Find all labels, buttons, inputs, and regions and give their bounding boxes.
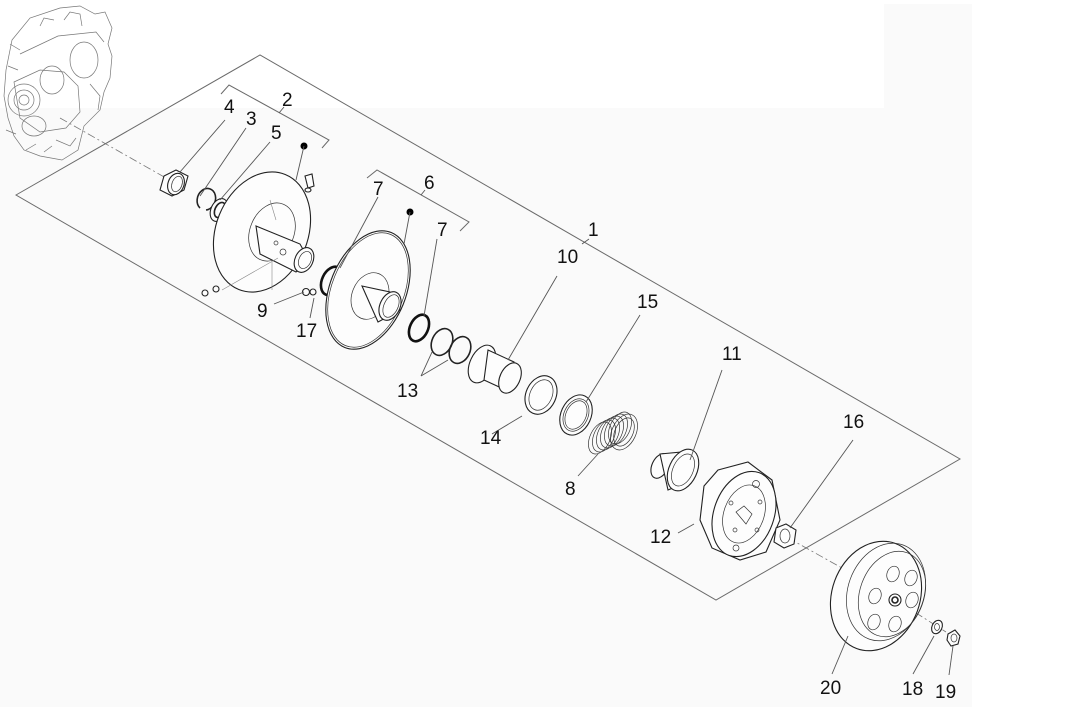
group-6-bracket: [366, 169, 470, 232]
callout-7b: 7: [437, 220, 448, 241]
callout-13: 13: [397, 381, 418, 402]
callout-12: 12: [650, 527, 671, 548]
callout-18: 18: [902, 679, 923, 700]
callout-1: 1: [588, 220, 599, 241]
part-12-clutch: [699, 461, 781, 561]
leader-line: [278, 106, 285, 114]
fixed-pulley-half: [212, 171, 315, 293]
callout-7a: 7: [373, 179, 384, 200]
part-20-clutch-bell: [829, 540, 926, 652]
callout-17: 17: [296, 321, 317, 342]
callout-5: 5: [271, 123, 282, 144]
callout-9: 9: [257, 301, 268, 322]
part-11-collar: [650, 448, 700, 492]
callout-11: 11: [722, 344, 742, 365]
leader-line: [403, 211, 411, 245]
part-10-sleeve: [467, 344, 522, 394]
part-8-spring: [588, 411, 638, 455]
callout-14: 14: [480, 428, 502, 449]
pin-parts: [201, 173, 317, 297]
callout-6: 6: [424, 173, 435, 194]
part-16-nut: [773, 523, 797, 549]
part-15-ring: [559, 394, 593, 436]
callout-20: 20: [820, 678, 841, 699]
callout-8: 8: [565, 479, 576, 500]
movable-pulley-half: [325, 230, 411, 350]
part-7-oring: [407, 313, 431, 343]
callout-16: 16: [843, 412, 864, 433]
part-4-bushing: [159, 169, 189, 197]
axis-line: [59, 117, 167, 179]
leader-line: [295, 145, 305, 181]
leader-lines: [179, 119, 954, 676]
part-18-washer: [931, 619, 943, 635]
assembly-1-frame: [14, 54, 961, 601]
callout-4: 4: [224, 97, 235, 118]
part-14-washer: [524, 375, 558, 415]
part-19-nut: [946, 629, 961, 647]
leader-line: [420, 189, 426, 196]
callout-15: 15: [637, 292, 658, 313]
callout-2: 2: [282, 90, 293, 111]
callout-10: 10: [557, 247, 578, 268]
callout-19: 19: [935, 682, 956, 703]
part-13-ring: [448, 335, 472, 365]
callout-3: 3: [246, 109, 257, 130]
crankcase-drawing: [3, 5, 113, 161]
callout-labels: 1 2 3 4 5 6 7 7 8 9 10 11 12 13 14 15 16…: [224, 90, 956, 703]
